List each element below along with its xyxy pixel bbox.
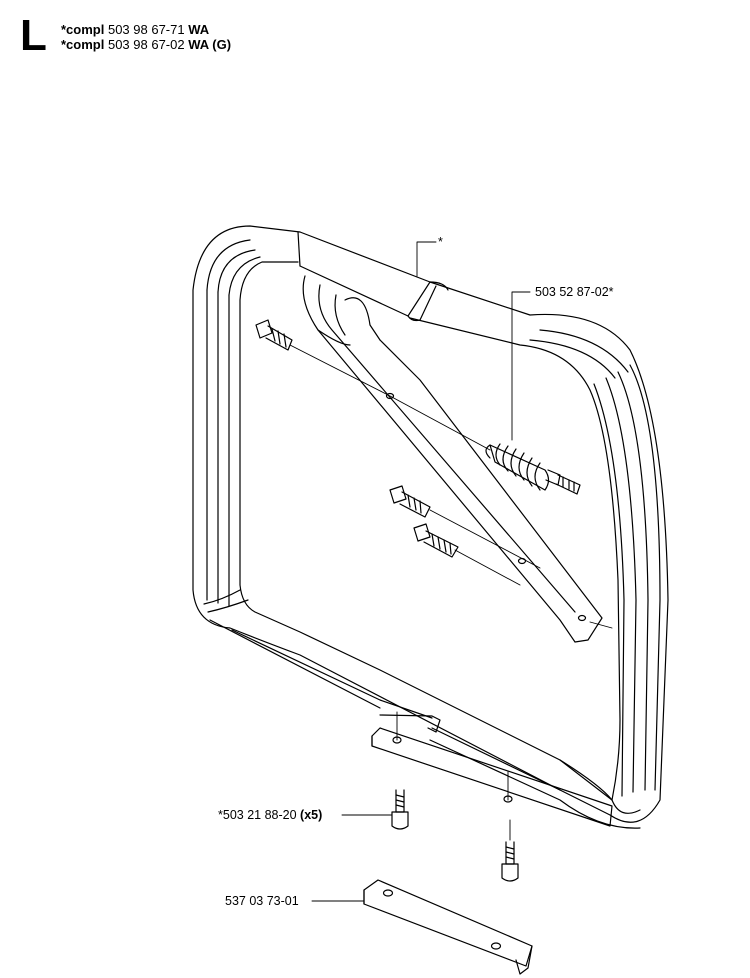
bolt-upper-left [255,319,293,351]
part-suffix: WA [188,22,210,37]
separate-plate [363,879,533,975]
callout-asterisk: * [438,235,443,249]
screw-part-number: *503 21 88-20 [218,808,297,822]
header-part-list: *compl 503 98 67-71 WA *compl 503 98 67-… [61,22,231,52]
part-suffix: WA (G) [188,37,232,52]
callout-screw-part: *503 21 88-20 (x5) [218,808,322,822]
section-letter: L [20,11,47,60]
header-line-2: *compl 503 98 67-02 WA (G) [61,37,231,52]
part-number: 503 98 67-02 [107,37,185,52]
screw-lower-left [391,789,409,830]
callout-plate-part: 537 03 73-01 [225,894,299,908]
leader-lines [311,241,531,902]
screw-lower-right [501,819,519,882]
screw-quantity: (x5) [300,808,323,822]
header-line-1: *compl 503 98 67-71 WA [61,22,231,37]
callout-buffer-part: 503 52 87-02* [535,285,614,299]
compl-prefix: *compl [61,37,105,52]
assembly-lines [289,344,613,801]
anti-vibration-buffer [485,443,581,495]
part-number: 503 98 67-71 [107,22,185,37]
brace-arm [302,275,603,643]
compl-prefix: *compl [61,22,105,37]
bracket-plate [371,714,613,827]
handle-frame [192,225,669,829]
bolt-middle-2 [413,523,459,558]
bolt-middle-1 [389,485,431,518]
